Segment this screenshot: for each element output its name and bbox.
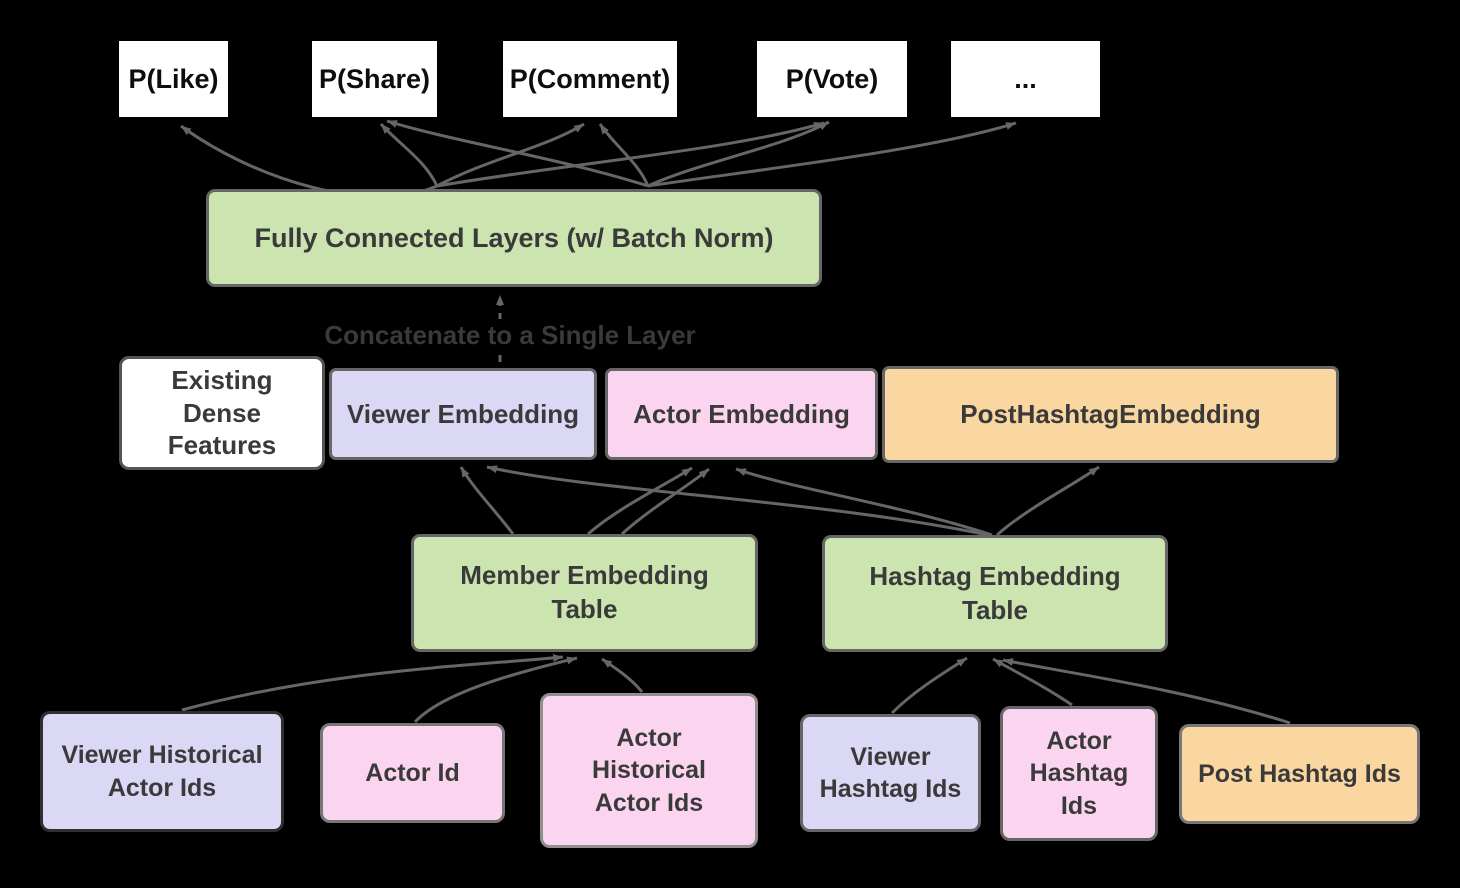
arrow-hashtag-to-post-emb (996, 465, 1100, 537)
arrow-fc-to-pvote-1 (436, 121, 825, 188)
concatenate-label: Concatenate to a Single Layer (310, 319, 710, 351)
output-box-p-share: P(Share) (312, 41, 437, 117)
actor-id-box: Actor Id (320, 723, 505, 823)
actor-embedding-box: Actor Embedding (605, 368, 878, 460)
arrow-viewer-ht-to-hashtag (890, 656, 968, 715)
arrow-fc-to-dots (647, 121, 1017, 188)
fully-connected-layers-box: Fully Connected Layers (w/ Batch Norm) (206, 189, 822, 287)
arrow-hashtag-to-viewer-emb (486, 465, 989, 537)
arrow-member-to-actor-emb-1 (587, 466, 693, 536)
arrow-actor-ht-to-hashtag (992, 657, 1073, 707)
arrow-member-to-viewer-emb (459, 466, 515, 535)
post-hashtag-embedding-box: PostHashtagEmbedding (882, 366, 1339, 463)
arrow-fc-to-pshare-2 (386, 119, 649, 188)
actor-historical-actor-ids-box: Actor Historical Actor Ids (540, 693, 758, 848)
viewer-historical-actor-ids-box: Viewer Historical Actor Ids (40, 711, 284, 832)
output-box-p-like: P(Like) (119, 41, 228, 117)
output-box-ellipsis: ... (951, 41, 1100, 117)
output-box-p-comment: P(Comment) (503, 41, 677, 117)
arrow-fc-to-plike (180, 124, 438, 198)
arrow-viewer-hist-to-member (181, 653, 564, 712)
viewer-hashtag-ids-box: Viewer Hashtag Ids (800, 714, 981, 832)
member-embedding-table-box: Member Embedding Table (411, 534, 758, 652)
arrow-fc-to-pshare-1 (379, 122, 439, 187)
arrow-actor-hist-to-member (601, 657, 644, 693)
hashtag-embedding-table-box: Hashtag Embedding Table (822, 535, 1168, 652)
arrow-hashtag-to-actor-emb (735, 467, 993, 537)
arrow-fc-to-pcomment-2 (598, 123, 650, 187)
arrow-fc-to-pcomment-1 (436, 122, 585, 188)
arrow-fc-to-pvote-2 (647, 120, 830, 188)
existing-dense-features-box: Existing Dense Features (119, 356, 325, 470)
actor-hashtag-ids-box: Actor Hashtag Ids (1000, 706, 1158, 841)
viewer-embedding-box: Viewer Embedding (329, 368, 597, 460)
arrow-member-to-actor-emb-2 (620, 467, 710, 536)
post-hashtag-ids-box: Post Hashtag Ids (1179, 724, 1420, 824)
output-box-p-vote: P(Vote) (757, 41, 907, 117)
